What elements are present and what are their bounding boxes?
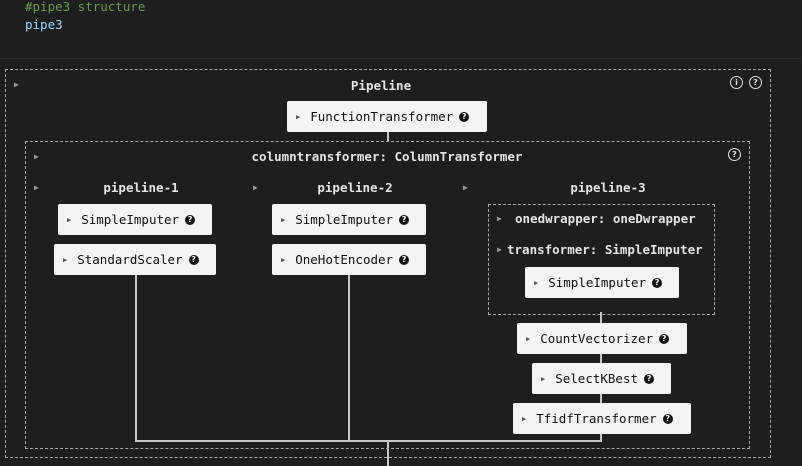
expand-icon: ▶ [281, 215, 286, 224]
help-icon[interactable]: ? [459, 111, 470, 122]
expand-icon: ▶ [534, 278, 539, 287]
expand-icon: ▶ [67, 215, 72, 224]
step-label: StandardScaler [77, 252, 183, 267]
pipeline3-expand-toggle[interactable]: ▶ [463, 183, 468, 192]
step-label: SimpleImputer [295, 212, 394, 227]
help-icon[interactable]: ? [399, 214, 410, 225]
connector-p1 [135, 275, 137, 442]
expand-icon: ▶ [296, 112, 301, 121]
step-label: SimpleImputer [548, 275, 647, 290]
output-area: ▶ Pipeline i ? ▶ FunctionTransformer ? ▶… [0, 59, 802, 466]
expand-icon: ▶ [541, 374, 546, 383]
help-icon[interactable]: ? [185, 214, 196, 225]
info-icon[interactable]: i [730, 76, 743, 89]
pipeline3-title[interactable]: pipeline-3 [570, 180, 646, 195]
pipeline1-standardscaler-box[interactable]: ▶ StandardScaler ? [54, 244, 216, 275]
transformer-label[interactable]: transformer: SimpleImputer [507, 242, 703, 257]
connector-p3-b [600, 354, 602, 364]
help-icon[interactable]: ? [652, 277, 663, 288]
columntransformer-container [25, 141, 750, 449]
function-transformer-label: FunctionTransformer [310, 109, 454, 124]
selectkbest-box[interactable]: ▶ SelectKBest ? [532, 363, 671, 394]
function-transformer-box[interactable]: ▶ FunctionTransformer ? [287, 101, 487, 132]
pipeline-expand-toggle[interactable]: ▶ [14, 80, 19, 89]
pipeline2-simpleimputer-box[interactable]: ▶ SimpleImputer ? [272, 204, 426, 235]
code-cell[interactable]: #pipe3 structure pipe3 [0, 0, 802, 59]
connector-p2 [348, 275, 350, 442]
step-label: OneHotEncoder [295, 252, 394, 267]
help-icon[interactable]: ? [749, 76, 762, 89]
pipeline1-expand-toggle[interactable]: ▶ [34, 183, 39, 192]
pipeline1-simpleimputer-box[interactable]: ▶ SimpleImputer ? [58, 204, 212, 235]
connector-p3-c [600, 394, 602, 404]
expand-icon: ▶ [522, 414, 527, 423]
onedwrapper-label[interactable]: onedwrapper: oneDwrapper [515, 211, 696, 226]
transformer-expand-toggle[interactable]: ▶ [497, 245, 502, 254]
countvectorizer-box[interactable]: ▶ CountVectorizer ? [517, 323, 687, 354]
connector-bottom-bar [135, 440, 602, 442]
step-label: SimpleImputer [81, 212, 180, 227]
tfidftransformer-box[interactable]: ▶ TfidfTransformer ? [513, 403, 691, 434]
help-icon[interactable]: ? [188, 254, 199, 265]
connector-main-bottom [387, 442, 389, 466]
code-expression: pipe3 [25, 17, 63, 32]
connector-p3-a [600, 312, 602, 324]
help-icon[interactable]: ? [659, 333, 670, 344]
expand-icon: ▶ [281, 255, 286, 264]
onedwrapper-expand-toggle[interactable]: ▶ [497, 214, 502, 223]
pipeline-container [5, 69, 771, 458]
step-label: CountVectorizer [540, 331, 654, 346]
step-label: SelectKBest [555, 371, 639, 386]
connector-p3-d [600, 434, 602, 442]
code-comment: #pipe3 structure [25, 0, 146, 14]
pipeline2-expand-toggle[interactable]: ▶ [253, 183, 258, 192]
pipeline-title[interactable]: Pipeline [350, 78, 412, 93]
help-icon[interactable]: ? [662, 413, 673, 424]
columntransformer-title[interactable]: columntransformer: ColumnTransformer [251, 149, 523, 164]
pipeline2-onehotencoder-box[interactable]: ▶ OneHotEncoder ? [272, 244, 426, 275]
columntransformer-expand-toggle[interactable]: ▶ [34, 152, 39, 161]
connector-main-top [387, 132, 389, 141]
pipeline3-inner-simpleimputer-box[interactable]: ▶ SimpleImputer ? [525, 267, 679, 298]
expand-icon: ▶ [63, 255, 68, 264]
help-icon[interactable]: ? [399, 254, 410, 265]
onedwrapper-container [488, 204, 715, 315]
step-label: TfidfTransformer [536, 411, 657, 426]
pipeline2-title[interactable]: pipeline-2 [317, 180, 393, 195]
help-icon[interactable]: ? [644, 373, 655, 384]
pipeline1-title[interactable]: pipeline-1 [103, 180, 179, 195]
columntransformer-help-icon[interactable]: ? [728, 148, 741, 161]
expand-icon: ▶ [526, 334, 531, 343]
